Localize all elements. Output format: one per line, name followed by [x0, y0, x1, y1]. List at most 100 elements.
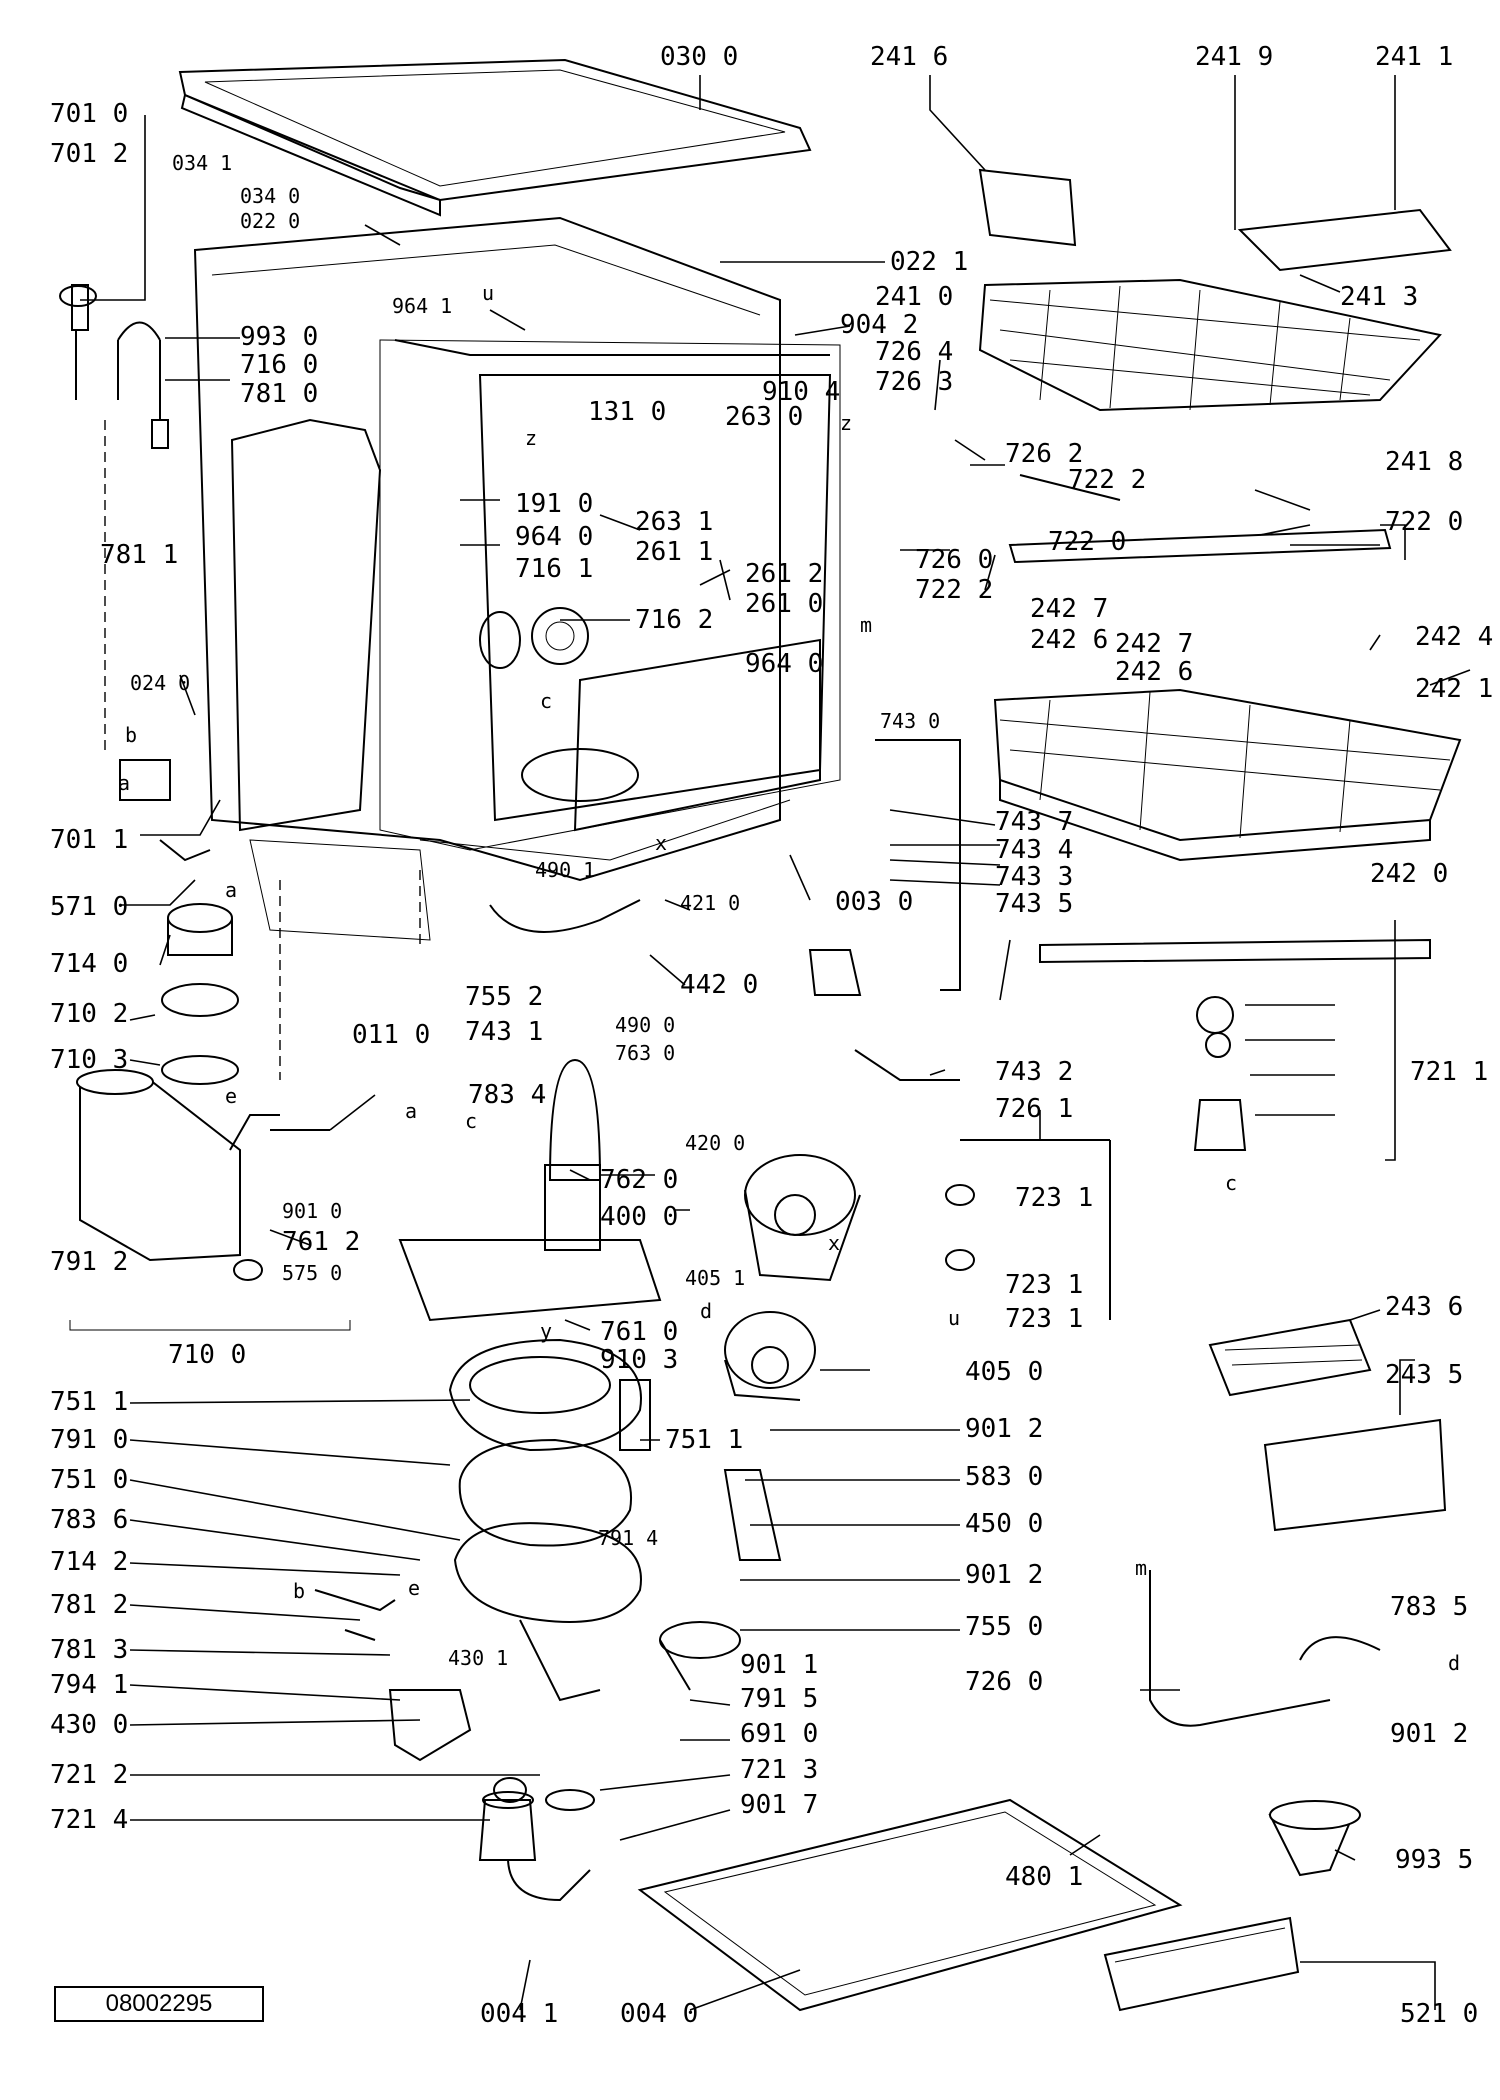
label-716-0: 716 0: [240, 350, 318, 380]
label-575-0: 575 0: [282, 1261, 342, 1285]
connector-letter-m: m: [1135, 1556, 1147, 1580]
label-901-1: 901 1: [740, 1650, 818, 1680]
label-243-5: 243 5: [1385, 1360, 1463, 1390]
connector-letter-e: e: [225, 1084, 237, 1108]
label-721-2: 721 2: [50, 1760, 128, 1790]
label-993-5: 993 5: [1395, 1845, 1473, 1875]
label-242-6-a: 242 6: [1030, 625, 1108, 655]
connector-letter-y: y: [540, 1319, 552, 1343]
connector-letter-d: d: [700, 1299, 712, 1323]
connector-letter-x: x: [655, 831, 667, 855]
connector-letter-x: x: [828, 1231, 840, 1255]
label-710-0: 710 0: [168, 1340, 246, 1370]
label-442-0: 442 0: [680, 970, 758, 1000]
label-781-0: 781 0: [240, 379, 318, 409]
connector-letters: z z u x x c c c b b a a a e e d d m m u …: [118, 281, 1460, 1675]
label-901-7: 901 7: [740, 1790, 818, 1820]
label-710-3: 710 3: [50, 1045, 128, 1075]
label-755-0: 755 0: [965, 1612, 1043, 1642]
label-430-1: 430 1: [448, 1646, 508, 1670]
label-721-4: 721 4: [50, 1805, 128, 1835]
label-783-6: 783 6: [50, 1505, 128, 1535]
label-024-0: 024 0: [130, 671, 190, 695]
drawing-layer: [59, 58, 1462, 2012]
upper-basket-part: [978, 168, 1452, 412]
label-242-7-b: 242 7: [1115, 629, 1193, 659]
label-722-2-a: 722 2: [1068, 465, 1146, 495]
left-side-parts: [59, 284, 211, 862]
label-743-0: 743 0: [880, 709, 940, 733]
lower-left-components: [314, 1589, 595, 1902]
label-004-1: 004 1: [480, 1999, 558, 2029]
label-910-4: 910 4: [762, 377, 840, 407]
label-003-0: 003 0: [835, 887, 913, 917]
label-901-0: 901 0: [282, 1199, 342, 1223]
label-241-6: 241 6: [870, 42, 948, 72]
label-241-1: 241 1: [1375, 42, 1453, 72]
label-726-1: 726 1: [995, 1094, 1073, 1124]
label-420-0: 420 0: [685, 1131, 745, 1155]
label-430-0: 430 0: [50, 1710, 128, 1740]
label-726-4: 726 4: [875, 337, 953, 367]
label-490-0: 490 0: [615, 1013, 675, 1037]
base-plate-part: [637, 1798, 1300, 2012]
label-034-0: 034 0: [240, 184, 300, 208]
label-004-0: 004 0: [620, 1999, 698, 2029]
label-710-2: 710 2: [50, 999, 128, 1029]
label-490-1: 490 1: [535, 858, 595, 882]
label-191-0: 191 0: [515, 489, 593, 519]
label-263-0: 263 0: [725, 402, 803, 432]
label-726-3: 726 3: [875, 367, 953, 397]
label-751-0: 751 0: [50, 1465, 128, 1495]
label-261-1: 261 1: [635, 537, 713, 567]
label-701-1: 701 1: [50, 825, 128, 855]
label-964-1: 964 1: [392, 294, 452, 318]
label-755-2: 755 2: [465, 982, 543, 1012]
label-791-0: 791 0: [50, 1425, 128, 1455]
label-783-5: 783 5: [1390, 1592, 1468, 1622]
connector-letter-a: a: [118, 771, 130, 795]
label-405-1: 405 1: [685, 1266, 745, 1290]
connector-letter-a: a: [225, 878, 237, 902]
label-904-2: 904 2: [840, 310, 918, 340]
label-964-0-a: 964 0: [515, 522, 593, 552]
connector-letter-e: e: [408, 1576, 420, 1600]
label-241-3: 241 3: [1340, 282, 1418, 312]
label-011-0: 011 0: [352, 1020, 430, 1050]
label-242-4: 242 4: [1415, 622, 1493, 652]
label-901-2-c: 901 2: [1390, 1719, 1468, 1749]
label-030-0: 030 0: [660, 42, 738, 72]
label-714-0: 714 0: [50, 949, 128, 979]
label-901-2-b: 901 2: [965, 1560, 1043, 1590]
label-583-0: 583 0: [965, 1462, 1043, 1492]
label-716-1: 716 1: [515, 554, 593, 584]
label-723-1-c: 723 1: [1005, 1304, 1083, 1334]
leader-lines: [80, 75, 1471, 2011]
label-723-1-b: 723 1: [1005, 1270, 1083, 1300]
label-743-7: 743 7: [995, 807, 1073, 837]
label-783-4: 783 4: [468, 1080, 546, 1110]
label-034-1: 034 1: [172, 151, 232, 175]
label-723-1-a: 723 1: [1015, 1183, 1093, 1213]
lower-basket-part: [993, 688, 1462, 862]
label-751-1-a: 751 1: [50, 1387, 128, 1417]
label-743-4: 743 4: [995, 835, 1073, 865]
label-480-1: 480 1: [1005, 1862, 1083, 1892]
connector-letter-c: c: [1225, 1171, 1237, 1195]
label-405-0: 405 0: [965, 1357, 1043, 1387]
connector-letter-b: b: [125, 723, 137, 747]
label-743-1: 743 1: [465, 1017, 543, 1047]
label-743-2: 743 2: [995, 1057, 1073, 1087]
label-261-2: 261 2: [745, 559, 823, 589]
hoses-part: [104, 420, 961, 1131]
label-726-0-b: 726 0: [965, 1667, 1043, 1697]
water-softener-part: [69, 903, 351, 1331]
connector-letter-z: z: [525, 426, 537, 450]
connector-letter-u: u: [482, 281, 494, 305]
label-241-0: 241 0: [875, 282, 953, 312]
part-number-labels: 030 0 241 6 241 9 241 1 701 0 701 2 034 …: [50, 42, 1493, 2029]
connector-letter-d: d: [1448, 1651, 1460, 1675]
pump-assembly-part: [659, 1154, 861, 1691]
label-022-1: 022 1: [890, 247, 968, 277]
